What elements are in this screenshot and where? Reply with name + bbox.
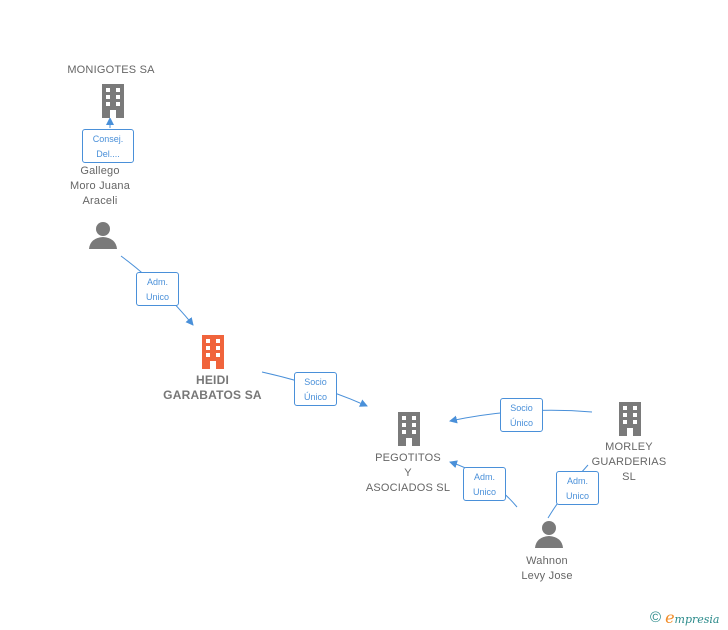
edge-label-adm-wahnon[interactable]: Adm. Unico [463,467,506,501]
edge-label-socio-heidi[interactable]: Socio Único [294,372,337,406]
node-label-morley[interactable]: MORLEY GUARDERIAS SL [591,441,667,483]
person-icon[interactable] [534,519,564,549]
node-label-wahnon[interactable]: Wahnon Levy Jose [521,555,573,582]
edge-label-adm-morley[interactable]: Adm. Unico [556,471,599,505]
brand-wordmark: empresia [665,608,720,627]
building-icon[interactable] [98,84,128,118]
edge-label-socio-morley[interactable]: Socio Único [500,398,543,432]
copyright-symbol: © [650,609,662,626]
edge-label-consej[interactable]: Consej. Del.... [82,129,134,163]
building-icon[interactable] [615,402,645,436]
building-icon[interactable] [394,412,424,446]
edge-label-adm-gallego[interactable]: Adm. Unico [136,272,179,306]
empresia-logo[interactable]: © empresia [650,608,720,627]
node-label-monigotes[interactable]: MONIGOTES SA [67,64,155,76]
building-icon[interactable] [198,335,228,369]
node-label-heidi[interactable]: HEIDI GARABATOS SA [163,373,262,402]
node-label-pegotitos[interactable]: PEGOTITOS Y ASOCIADOS SL [365,452,451,494]
node-label-gallego[interactable]: Gallego Moro Juana Araceli [69,165,131,207]
person-icon[interactable] [88,220,118,250]
